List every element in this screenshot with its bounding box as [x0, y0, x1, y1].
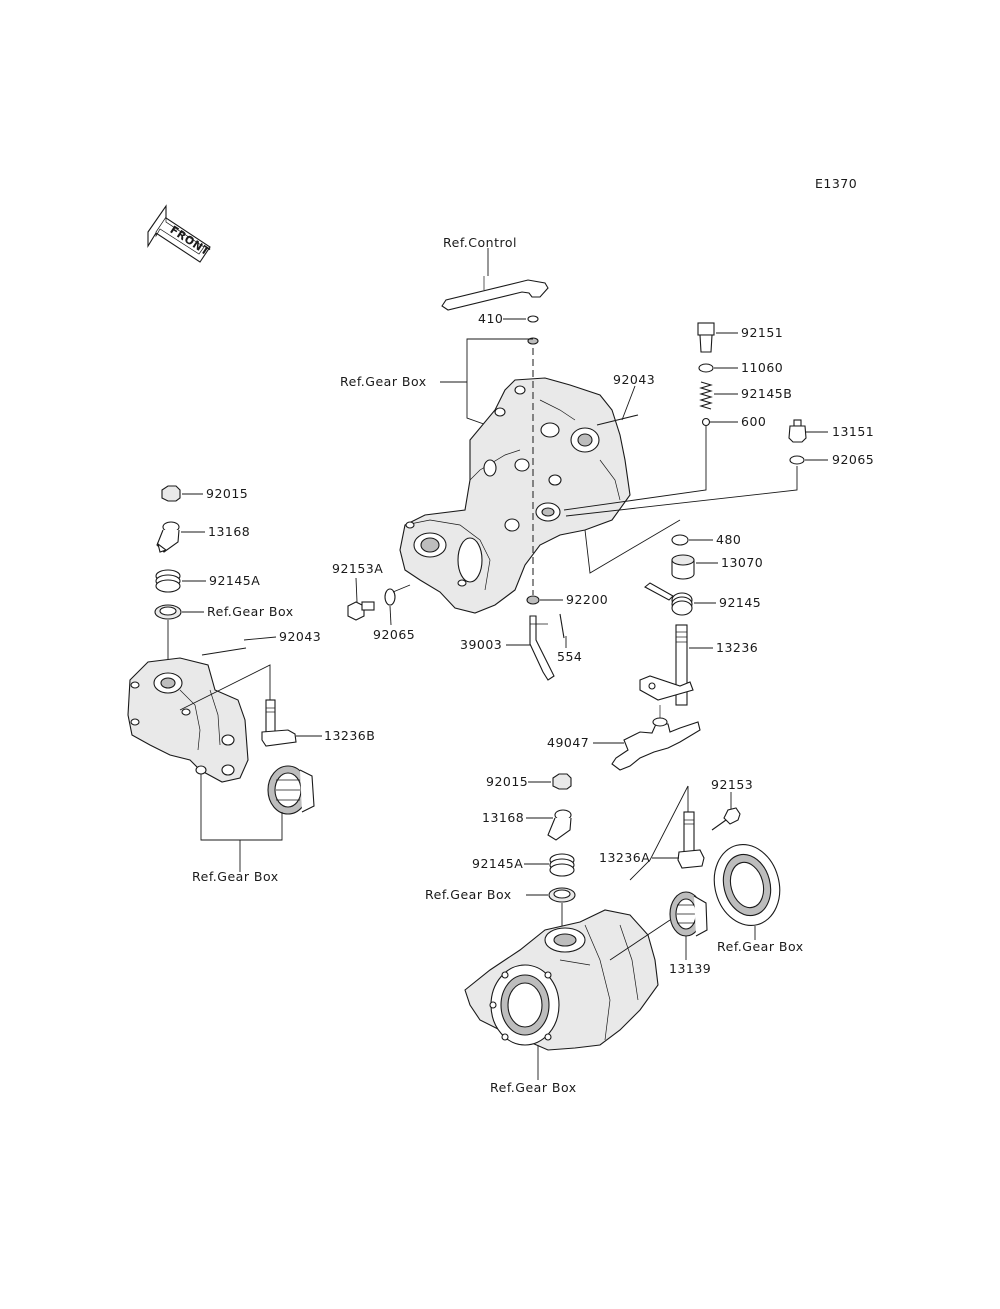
- label-92015-bottom: 92015: [486, 774, 528, 789]
- seal-left: [154, 604, 182, 620]
- label-92065-right: 92065: [832, 452, 874, 467]
- label-554: 554: [557, 649, 582, 664]
- part-92145a-bottom: [549, 853, 575, 877]
- part-13168-left: [156, 521, 180, 553]
- control-lever: [441, 276, 549, 311]
- part-13236: [639, 624, 694, 706]
- label-92151: 92151: [741, 325, 783, 340]
- label-11060: 11060: [741, 360, 783, 375]
- part-13139: [669, 891, 708, 937]
- label-92145a-bottom: 92145A: [472, 856, 523, 871]
- part-92153: [711, 807, 741, 831]
- part-92043-top: [596, 414, 639, 426]
- gear-left: [267, 765, 315, 815]
- label-92043-top: 92043: [613, 372, 655, 387]
- label-410: 410: [478, 311, 503, 326]
- part-92145b: [699, 381, 713, 410]
- part-410: [527, 315, 539, 323]
- label-92145b: 92145B: [741, 386, 792, 401]
- label-92145a-left: 92145A: [209, 573, 260, 588]
- part-600: [701, 417, 711, 427]
- label-13070: 13070: [721, 555, 763, 570]
- label-49047: 49047: [547, 735, 589, 750]
- seal-bottom: [548, 887, 576, 903]
- label-13236b: 13236B: [324, 728, 375, 743]
- part-92015-bottom: [552, 773, 572, 790]
- label-ref-gear-box-2: Ref.Gear Box: [207, 604, 294, 619]
- part-92065-right: [789, 455, 805, 465]
- front-arrow-icon: FRONT: [147, 204, 212, 263]
- part-92015-left: [161, 485, 181, 502]
- label-39003: 39003: [460, 637, 502, 652]
- label-13151: 13151: [832, 424, 874, 439]
- part-92065-left: [384, 588, 396, 606]
- part-11060: [698, 363, 714, 373]
- label-92153a: 92153A: [332, 561, 383, 576]
- part-13168-bottom: [547, 809, 572, 841]
- label-13168-bottom: 13168: [482, 810, 524, 825]
- bearing: [713, 843, 781, 927]
- label-92065-left: 92065: [373, 627, 415, 642]
- label-92015-left: 92015: [206, 486, 248, 501]
- part-480: [671, 534, 689, 546]
- label-92043-left: 92043: [279, 629, 321, 644]
- part-13151: [788, 419, 807, 443]
- label-ref-gear-box-1: Ref.Gear Box: [340, 374, 427, 389]
- part-13070: [671, 554, 695, 580]
- label-92153: 92153: [711, 777, 753, 792]
- part-13236a: [677, 811, 705, 869]
- part-39003: [529, 615, 555, 681]
- label-480: 480: [716, 532, 741, 547]
- part-92145: [644, 582, 693, 616]
- center-gear-case: [399, 377, 631, 614]
- collar: [527, 337, 539, 345]
- label-13236a: 13236A: [599, 850, 650, 865]
- label-ref-gear-box-5: Ref.Gear Box: [717, 939, 804, 954]
- label-600: 600: [741, 414, 766, 429]
- diagram-id: E1370: [815, 176, 857, 191]
- part-92145a-left: [155, 569, 181, 593]
- label-13236: 13236: [716, 640, 758, 655]
- label-92200: 92200: [566, 592, 608, 607]
- label-ref-control: Ref.Control: [443, 235, 517, 250]
- label-92145: 92145: [719, 595, 761, 610]
- part-49047: [611, 705, 701, 771]
- label-ref-gear-box-3: Ref.Gear Box: [192, 869, 279, 884]
- label-13139: 13139: [669, 961, 711, 976]
- left-gear-case: [127, 657, 249, 783]
- label-ref-gear-box-4: Ref.Gear Box: [425, 887, 512, 902]
- part-13236b: [261, 699, 297, 747]
- part-92151: [697, 322, 715, 353]
- label-ref-gear-box-6: Ref.Gear Box: [490, 1080, 577, 1095]
- bottom-gear-case: [464, 909, 659, 1051]
- part-92153a: [347, 601, 375, 621]
- label-13168-left: 13168: [208, 524, 250, 539]
- part-92200: [526, 595, 540, 605]
- part-554: [559, 613, 565, 639]
- part-92043-left: [201, 647, 247, 656]
